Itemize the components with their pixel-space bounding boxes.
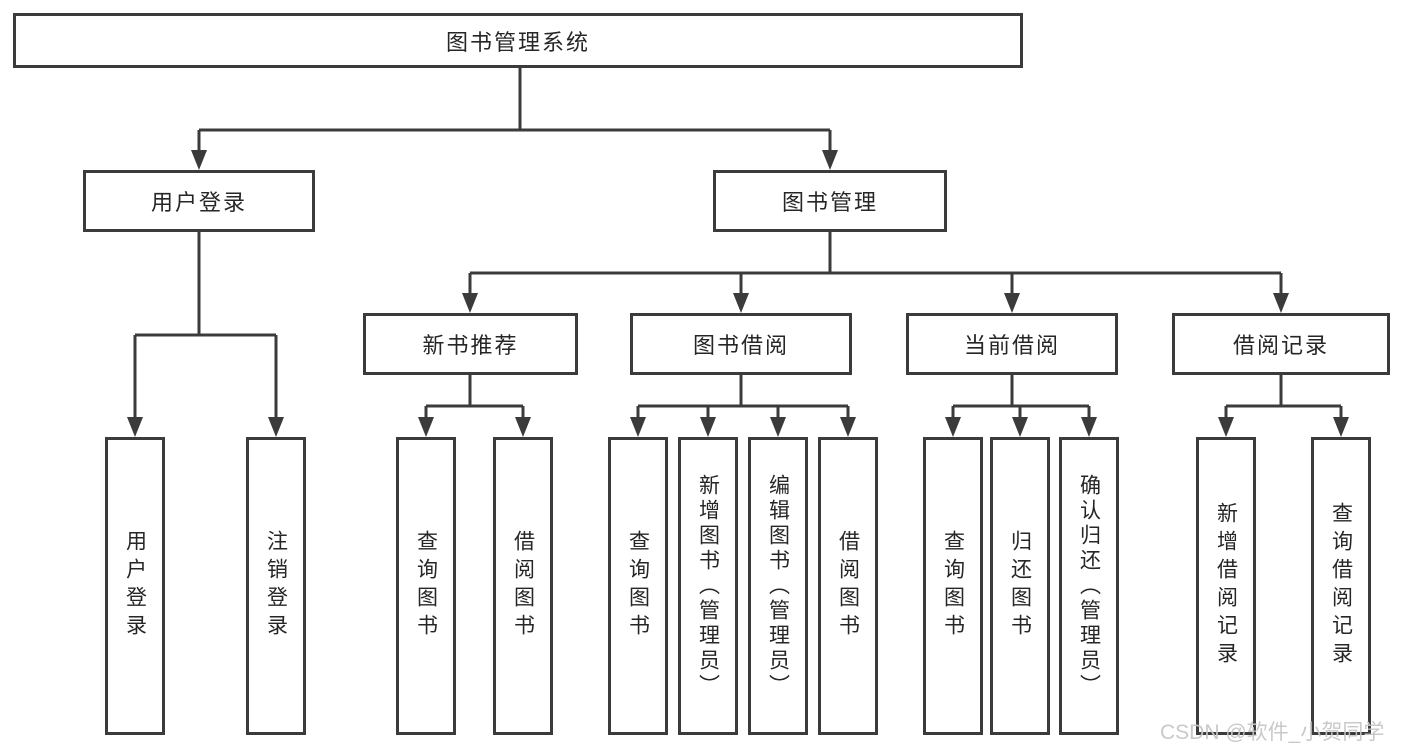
- arrowhead: [1012, 417, 1028, 437]
- node-label: 用户登录: [123, 530, 147, 642]
- node-label: 查询图书: [941, 530, 965, 642]
- node-label: 查询图书: [626, 530, 650, 642]
- arrowhead: [127, 417, 143, 437]
- node-book-borrow: 图书借阅: [630, 313, 852, 375]
- node-label: 注销登录: [264, 530, 288, 642]
- node-label: 当前借阅: [963, 333, 1060, 358]
- edge-book-borrow-children: [636, 375, 850, 419]
- arrowhead: [945, 417, 961, 437]
- edge-current-borrow-children: [951, 375, 1091, 419]
- node-user-login: 用户登录: [83, 170, 315, 232]
- node-current-borrow: 当前借阅: [906, 313, 1118, 375]
- leaf-logout: 注销登录: [246, 437, 306, 735]
- leaf-edit-books-admin: 编辑图书（管理员）: [748, 437, 808, 735]
- leaf-return-books: 归还图书: [990, 437, 1050, 735]
- leaf-confirm-return-admin: 确认归还（管理员）: [1059, 437, 1119, 735]
- arrowhead: [418, 417, 434, 437]
- arrowhead: [840, 417, 856, 437]
- arrowhead: [515, 417, 531, 437]
- leaf-query-borrow-record: 查询借阅记录: [1311, 437, 1371, 735]
- arrowhead: [268, 417, 284, 437]
- arrowhead: [1333, 417, 1349, 437]
- arrowhead: [462, 293, 478, 313]
- edge-borrow-record-children: [1224, 375, 1343, 419]
- leaf-query-books: 查询图书: [396, 437, 456, 735]
- node-label: 归还图书: [1008, 530, 1032, 642]
- node-library-management-system: 图书管理系统: [13, 13, 1023, 68]
- arrowhead: [770, 417, 786, 437]
- arrowhead: [822, 150, 838, 170]
- arrowhead: [1218, 417, 1234, 437]
- leaf-user-login: 用户登录: [105, 437, 165, 735]
- node-label: 新增借阅记录: [1214, 502, 1238, 670]
- edge-book-mgmt-children: [468, 232, 1283, 295]
- edge-user-login-children: [133, 232, 278, 419]
- node-label: 用户登录: [150, 190, 247, 215]
- node-label: 查询图书: [414, 530, 438, 642]
- leaf-query-books: 查询图书: [608, 437, 668, 735]
- leaf-query-books: 查询图书: [923, 437, 983, 735]
- node-label: 确认归还（管理员）: [1077, 473, 1101, 699]
- arrowhead: [1081, 417, 1097, 437]
- node-label: 编辑图书（管理员）: [766, 473, 790, 699]
- arrowhead: [700, 417, 716, 437]
- node-label: 图书管理: [781, 190, 878, 215]
- node-label: 新书推荐: [422, 333, 519, 358]
- node-label: 查询借阅记录: [1329, 502, 1353, 670]
- node-borrow-record: 借阅记录: [1172, 313, 1390, 375]
- node-label: 借阅记录: [1232, 333, 1329, 358]
- node-new-book-recommend: 新书推荐: [363, 313, 578, 375]
- csdn-watermark: CSDN @软件_小贺同学: [1160, 721, 1385, 744]
- arrowhead: [733, 293, 749, 313]
- arrowhead: [1273, 293, 1289, 313]
- edge-new-book-children: [424, 375, 525, 419]
- arrowhead: [1004, 293, 1020, 313]
- leaf-borrow-books: 借阅图书: [818, 437, 878, 735]
- arrowhead: [191, 150, 207, 170]
- node-label: 借阅图书: [511, 530, 535, 642]
- node-book-management: 图书管理: [713, 170, 947, 232]
- node-label: 新增图书（管理员）: [696, 473, 720, 699]
- leaf-add-borrow-record: 新增借阅记录: [1196, 437, 1256, 735]
- leaf-borrow-books: 借阅图书: [493, 437, 553, 735]
- node-label: 借阅图书: [836, 530, 860, 642]
- arrowhead: [630, 417, 646, 437]
- edge-root-to-level2: [197, 68, 832, 152]
- node-label: 图书借阅: [692, 333, 789, 358]
- node-label: 图书管理系统: [445, 29, 590, 55]
- leaf-add-books-admin: 新增图书（管理员）: [678, 437, 738, 735]
